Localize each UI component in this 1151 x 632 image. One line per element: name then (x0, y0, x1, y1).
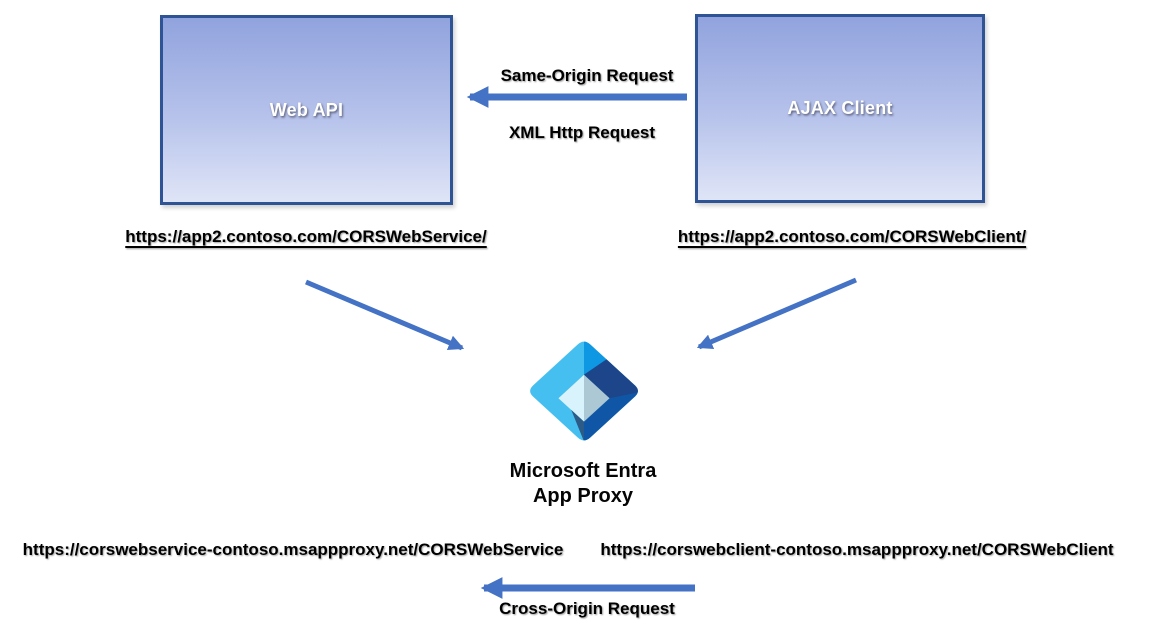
proxy-service-url: https://corswebservice-contoso.msappprox… (22, 540, 564, 559)
same-origin-request-label: Same-Origin Request (500, 66, 674, 85)
web-api-url: https://app2.contoso.com/CORSWebService/ (125, 227, 487, 246)
ajax-client-label: AJAX Client (787, 98, 893, 118)
left-diagonal-arrow (305, 279, 465, 351)
proxy-client-url: https://corswebclient-contoso.msappproxy… (600, 540, 1114, 559)
microsoft-entra-icon (525, 337, 643, 445)
entra-caption-line1: Microsoft Entra (509, 460, 657, 482)
web-api-box: Web API (160, 15, 453, 205)
xml-http-request-label: XML Http Request (508, 123, 656, 142)
right-diagonal-arrow (696, 277, 857, 350)
entra-caption-line2: App Proxy (532, 485, 634, 507)
web-api-label: Web API (269, 99, 344, 120)
ajax-client-url: https://app2.contoso.com/CORSWebClient/ (677, 227, 1027, 246)
entra-caption: Microsoft Entra App Proxy (510, 459, 657, 509)
cross-origin-request-label: Cross-Origin Request (499, 599, 675, 618)
ajax-client-box: AJAX Client (695, 14, 985, 203)
